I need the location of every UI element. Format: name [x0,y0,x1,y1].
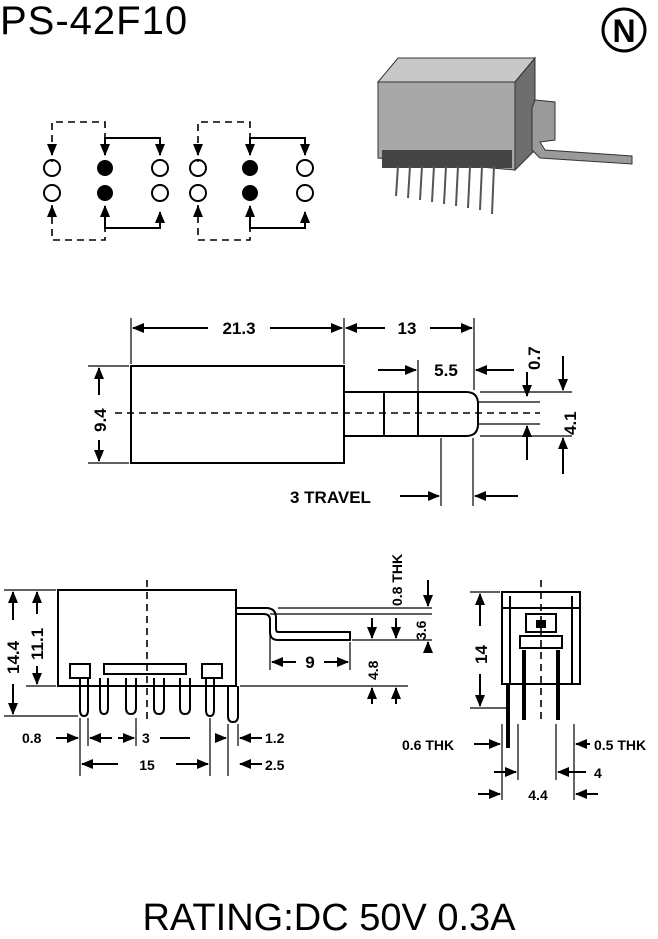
model-title: PS-42F10 [0,0,188,43]
dim-travel: 3 TRAVEL [290,488,371,507]
dim-length: 21.3 [222,319,255,338]
dim-pin-pitch: 3 [142,730,150,746]
dim-height-body: 11.1 [28,628,47,660]
product-illustration [376,56,633,215]
dim-stem-step: 0.7 [525,346,544,370]
dim-end-height: 14 [472,645,491,664]
dim-stem-tip: 5.5 [434,361,458,380]
dim-lead-width: 1.2 [265,730,285,746]
dim-row-span: 4.4 [528,787,548,803]
dim-height: 9.4 [91,408,110,432]
dim-pin-width: 0.8 [22,730,42,746]
dim-plate-len: 9 [305,653,314,672]
dim-pin-span: 15 [139,757,155,773]
top-view-drawing: 21.3 13 5.5 0.7 4.1 9.4 3 TRAVEL [88,318,580,507]
circuit-schematic [43,121,314,241]
dim-row-pitch: 4 [594,765,602,781]
dim-plate-offset: 4.8 [365,660,381,680]
dim-stem-length: 13 [398,319,417,338]
dim-thk-right: 0.5 THK [594,737,646,753]
dim-stem-height: 4.1 [561,411,580,435]
dim-plate-thk: 0.8 THK [389,554,405,606]
brand-logo: N [601,7,647,53]
logo-letter: N [612,13,635,49]
dim-plate-drop: 3.6 [413,620,429,640]
dim-height-total: 14.4 [4,640,23,674]
dim-lead-offset: 2.5 [265,757,285,773]
side-view-drawing: 14.4 11.1 0.8 THK 3.6 4.8 9 0.8 [4,554,433,776]
dim-thk-left: 0.6 THK [402,737,454,753]
end-view-drawing: 14 0.6 THK 0.5 THK 4 4.4 [402,580,646,803]
rating-text: RATING:DC 50V 0.3A [142,897,516,939]
